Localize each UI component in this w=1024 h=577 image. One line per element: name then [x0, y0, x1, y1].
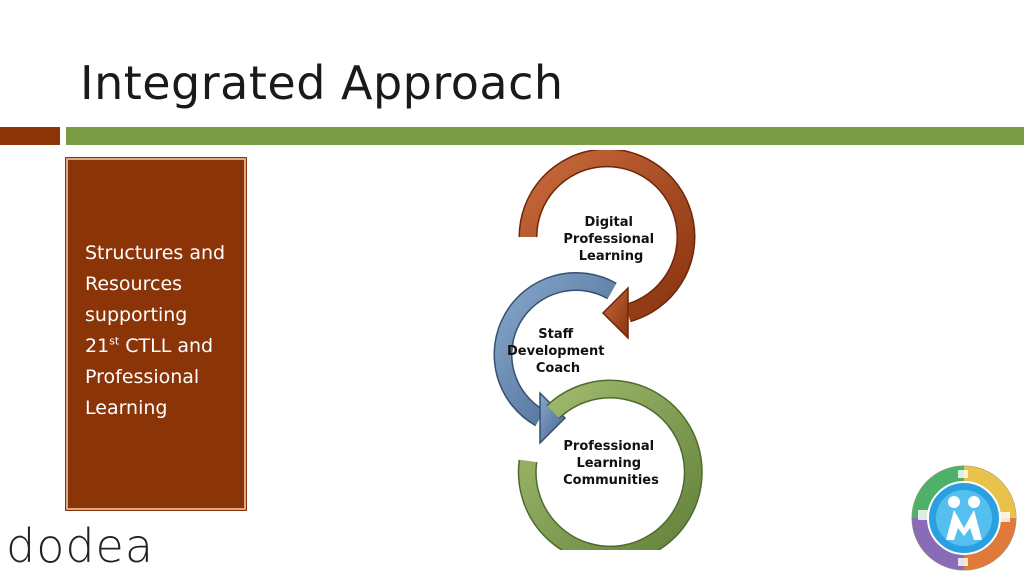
- accent-bar-right: [66, 127, 1024, 145]
- sidebar-box: Structures and Resources supporting 21st…: [65, 157, 247, 511]
- accent-bar-left: [0, 127, 60, 145]
- node-label-digital: Digital Professional Learning: [563, 215, 658, 264]
- ring-digital-learning: [518, 150, 696, 340]
- sidebar-line: Resources: [85, 273, 183, 295]
- dodea-seal-icon: [910, 464, 1018, 572]
- node-label-communities: Professional Learning Communities: [563, 439, 659, 488]
- cycle-diagram: Digital Professional Learning Staff Deve…: [460, 150, 720, 550]
- sidebar-line: Structures and: [85, 242, 226, 264]
- slide-title: Integrated Approach: [80, 56, 564, 110]
- sidebar-line-ctll: 21st CTLL and: [85, 331, 235, 362]
- ctll-text: CTLL and: [119, 335, 214, 357]
- ring-staff-coach: [493, 272, 617, 445]
- sidebar-line: Professional: [85, 366, 200, 388]
- sidebar-line: supporting: [85, 304, 188, 326]
- dodea-logo: dodea: [6, 519, 155, 573]
- ctll-number: 21: [85, 335, 110, 357]
- sidebar-text: Structures and Resources supporting 21st…: [85, 238, 235, 424]
- sidebar-line: Learning: [85, 397, 168, 419]
- ctll-ordinal: st: [109, 334, 120, 348]
- node-label-coach: Staff Development Coach: [507, 327, 609, 376]
- ring-learning-communities: [517, 379, 703, 550]
